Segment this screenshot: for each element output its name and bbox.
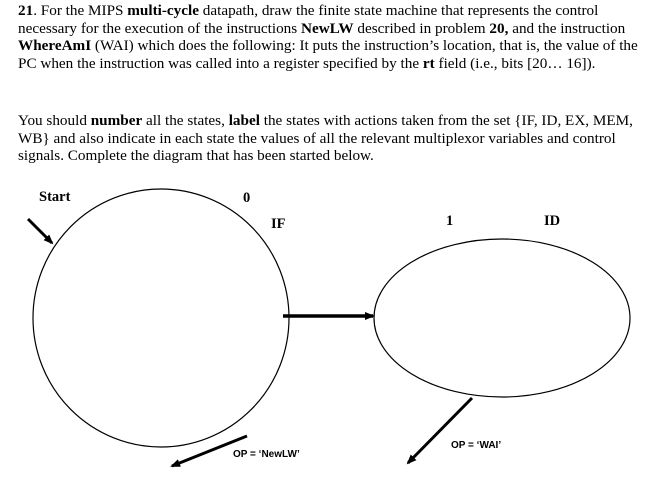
- state-0-circle: [32, 188, 290, 448]
- branch-newlw-arrow: [170, 434, 248, 468]
- text-run: the states with actions taken from the s…: [18, 112, 633, 165]
- state-1-circle: [373, 238, 631, 398]
- bold-term: multi-cycle: [127, 2, 199, 19]
- start-label: Start: [39, 189, 71, 205]
- problem-number: 21: [18, 2, 34, 19]
- text-run: . For the MIPS: [33, 2, 128, 19]
- bold-term: WhereAmI: [18, 37, 92, 55]
- state-1-number: 1: [446, 213, 454, 229]
- text-run: field (i.e., bits [20… 16]).: [434, 54, 596, 72]
- state-0-action: IF: [271, 216, 286, 232]
- bold-term: 20,: [489, 19, 509, 37]
- state-1-action: ID: [544, 213, 561, 229]
- problem-paragraph-2: You should number all the states, label …: [18, 112, 640, 165]
- bold-term: NewLW: [301, 19, 354, 37]
- start-arrow: [26, 217, 54, 245]
- text-run: described in problem: [353, 19, 490, 37]
- state-0-number: 0: [243, 190, 251, 206]
- problem-paragraph-1: 21. For the MIPS multi-cycle datapath, d…: [18, 2, 640, 72]
- branch-newlw-label: OP = ‘NewLW’: [233, 449, 300, 460]
- text-run: You should: [18, 112, 91, 129]
- text-run: and the instruction: [508, 19, 626, 37]
- branch-wai-label: OP = ‘WAI’: [451, 440, 502, 451]
- bold-term: label: [228, 112, 260, 129]
- text-run: (WAI) which does the following: It puts …: [18, 37, 638, 72]
- bold-term: rt: [422, 54, 435, 72]
- text-run: datapath, draw the finite state machine …: [18, 2, 599, 37]
- bold-term: number: [90, 112, 143, 129]
- text-run: all the states,: [142, 112, 229, 129]
- branch-wai-arrow: [406, 396, 474, 465]
